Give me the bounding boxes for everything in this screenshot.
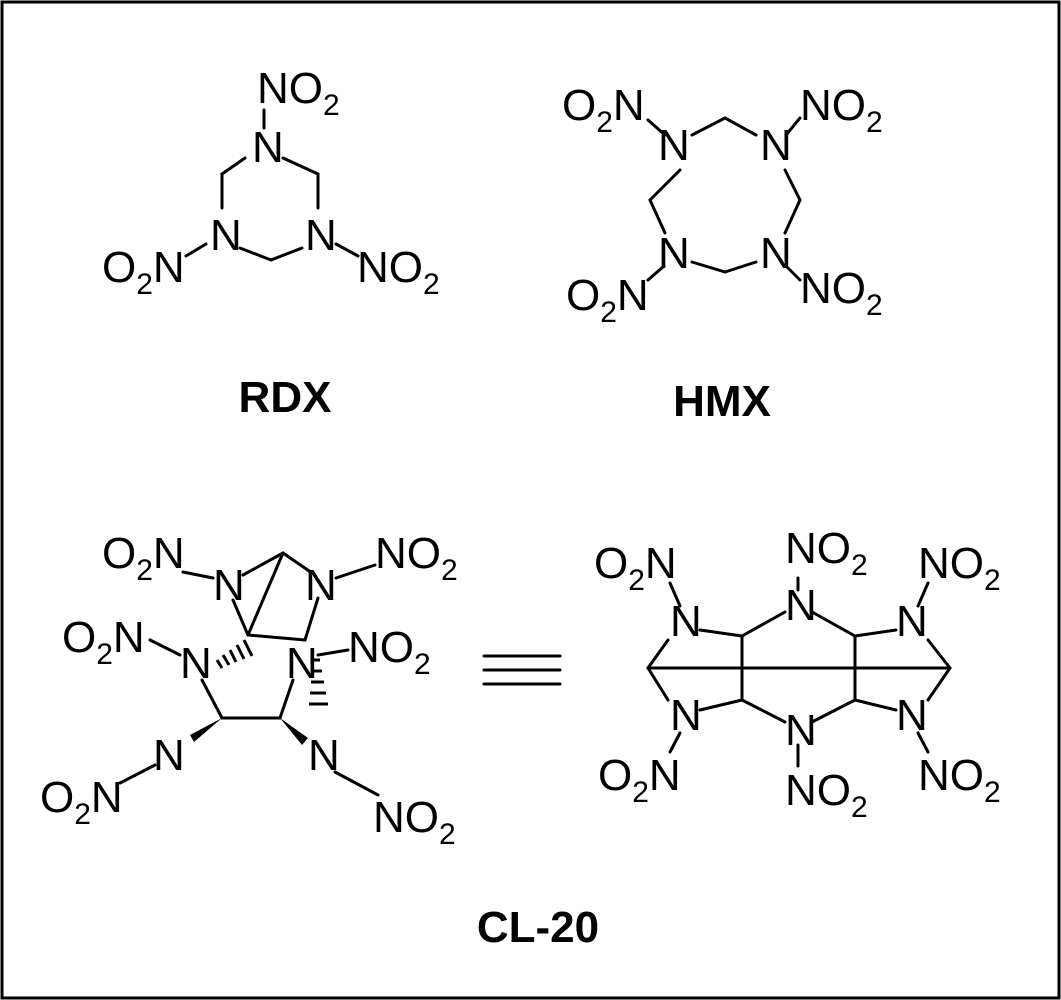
svg-text:NO2: NO2	[918, 751, 1001, 809]
cl20-flat-structure: N N N N N N O2N NO2 NO2 O2N NO2 NO2	[594, 524, 1001, 824]
svg-text:NO2: NO2	[800, 264, 883, 322]
svg-text:N: N	[252, 123, 284, 172]
svg-text:N: N	[180, 639, 212, 688]
svg-text:N: N	[305, 211, 337, 260]
svg-text:N: N	[670, 691, 702, 740]
svg-text:NO2: NO2	[348, 623, 431, 681]
cl20-label: CL-20	[477, 903, 599, 952]
svg-text:N: N	[153, 731, 185, 780]
equivalence-symbol: ≡	[482, 654, 562, 686]
svg-text:N: N	[785, 581, 817, 630]
svg-text:N: N	[305, 561, 337, 610]
svg-text:N: N	[785, 706, 817, 755]
svg-text:N: N	[896, 597, 928, 646]
svg-text:N: N	[896, 691, 928, 740]
svg-text:N: N	[760, 121, 792, 170]
svg-text:N: N	[670, 597, 702, 646]
svg-text:O2N: O2N	[562, 81, 645, 139]
rdx-structure: NO2 N N N O2N NO2	[102, 64, 440, 301]
svg-text:N: N	[210, 211, 242, 260]
svg-text:NO2: NO2	[918, 539, 1001, 597]
svg-text:O2N: O2N	[566, 271, 649, 329]
wedge-bond-right	[280, 718, 308, 745]
svg-text:N: N	[286, 639, 318, 688]
rdx-label: RDX	[239, 373, 332, 422]
svg-text:NO2: NO2	[375, 529, 458, 587]
svg-text:NO2: NO2	[257, 64, 340, 122]
svg-text:N: N	[658, 121, 690, 170]
cl20-perspective-structure: N N N N N N O2N NO2 O2N NO2 O2N NO2	[40, 529, 458, 851]
svg-text:NO2: NO2	[357, 243, 440, 301]
hmx-label: HMX	[673, 377, 771, 426]
svg-text:N: N	[213, 561, 245, 610]
svg-text:N: N	[760, 229, 792, 278]
svg-text:O2N: O2N	[598, 751, 681, 809]
svg-text:NO2: NO2	[373, 793, 456, 851]
svg-text:O2N: O2N	[102, 243, 185, 301]
hmx-structure: N N N N O2N NO2 O2N NO2	[562, 81, 883, 329]
svg-text:O2N: O2N	[594, 539, 677, 597]
svg-text:N: N	[658, 229, 690, 278]
svg-text:O2N: O2N	[62, 613, 145, 671]
svg-text:NO2: NO2	[800, 81, 883, 139]
svg-text:NO2: NO2	[785, 766, 868, 824]
wedge-bond-left	[190, 718, 222, 742]
svg-text:O2N: O2N	[40, 773, 123, 831]
svg-text:O2N: O2N	[102, 529, 185, 587]
svg-text:N: N	[308, 731, 340, 780]
svg-text:NO2: NO2	[785, 524, 868, 582]
